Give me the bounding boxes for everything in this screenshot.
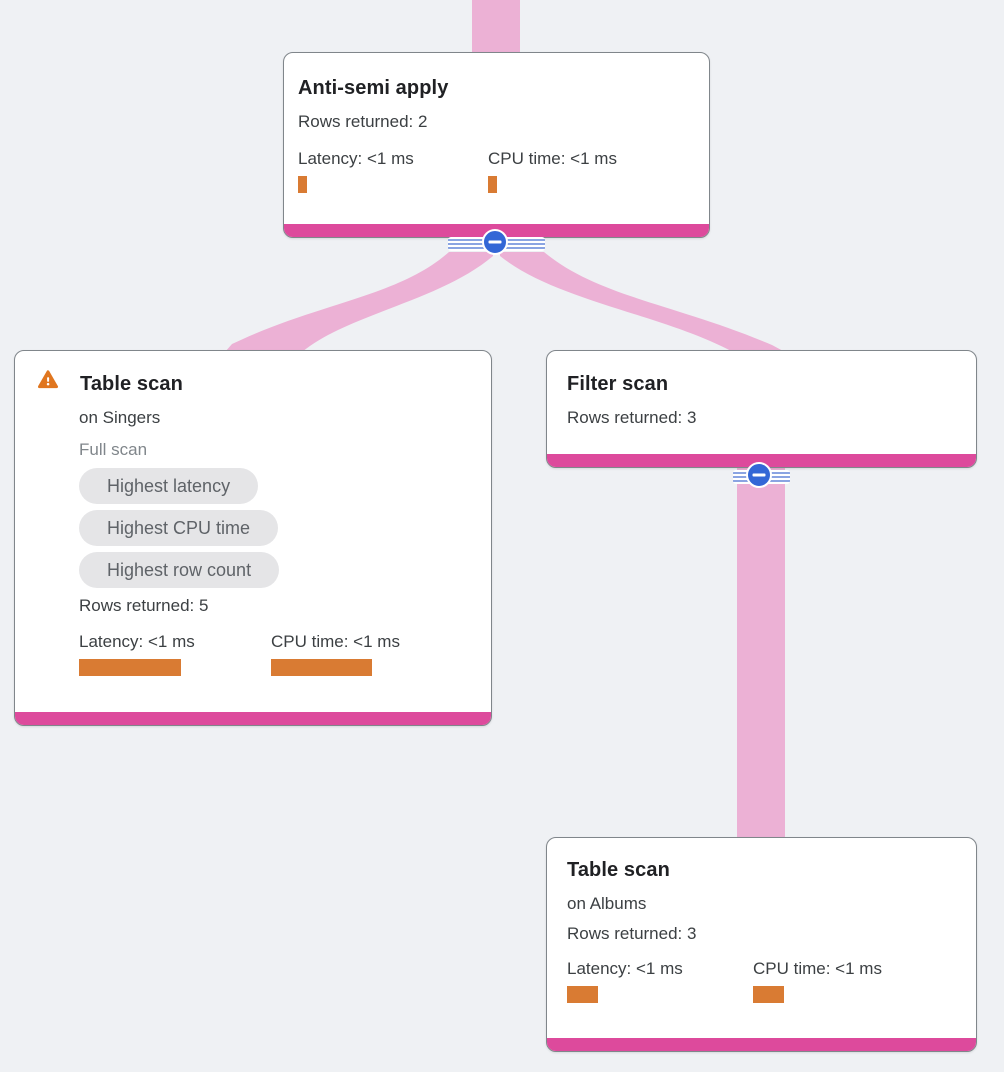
node-subtitle: on Singers: [79, 408, 161, 427]
node-subtitle: on Albums: [567, 894, 647, 913]
flow-edge-filter-scan-to-table-scan: [737, 468, 785, 838]
latency-label: Latency: <1 ms: [79, 632, 195, 651]
latency-metric: Latency: <1 ms: [79, 631, 264, 676]
node-title: Anti-semi apply: [298, 77, 449, 99]
node-footer-bar: [15, 712, 491, 725]
collapse-button-filter-scan[interactable]: [746, 462, 772, 488]
node-table-scan-albums[interactable]: Table scan on Albums Rows returned: 3 La…: [546, 837, 977, 1052]
badge-highest-row-count: Highest row count: [79, 552, 280, 588]
minus-icon: [752, 473, 766, 477]
latency-bar: [298, 176, 307, 193]
scan-type-text: Full scan: [79, 440, 148, 459]
minus-icon: [488, 240, 502, 244]
cpu-time-bar: [488, 176, 497, 193]
node-footer-bar: [547, 1038, 976, 1051]
collapse-button-anti-semi[interactable]: [482, 229, 508, 255]
flow-edge-anti-semi-to-table-scan: [225, 252, 493, 352]
flow-edge-parent-to-anti-semi: [472, 0, 520, 54]
latency-label: Latency: <1 ms: [567, 959, 683, 978]
latency-metric: Latency: <1 ms: [567, 958, 752, 1003]
node-title: Table scan: [80, 373, 183, 395]
cpu-time-bar: [753, 986, 784, 1003]
node-footer-bar: [547, 454, 976, 467]
badge-list: Highest latency Highest CPU time Highest…: [79, 468, 280, 588]
latency-bar: [567, 986, 598, 1003]
cpu-metric: CPU time: <1 ms: [753, 958, 938, 1003]
rows-returned-text: Rows returned: 5: [79, 596, 209, 615]
node-filter-scan[interactable]: Filter scan Rows returned: 3: [546, 350, 977, 468]
cpu-time-label: CPU time: <1 ms: [488, 149, 617, 168]
latency-label: Latency: <1 ms: [298, 149, 414, 168]
rows-returned-text: Rows returned: 3: [567, 924, 697, 943]
node-table-scan-singers[interactable]: Table scan on Singers Full scan Highest …: [14, 350, 492, 726]
node-anti-semi-apply[interactable]: Anti-semi apply Rows returned: 2 Latency…: [283, 52, 710, 238]
cpu-time-label: CPU time: <1 ms: [271, 632, 400, 651]
flow-edge-anti-semi-to-filter-scan: [500, 252, 785, 352]
cpu-time-label: CPU time: <1 ms: [753, 959, 882, 978]
latency-bar: [79, 659, 181, 676]
node-title: Table scan: [567, 859, 670, 881]
node-title: Filter scan: [567, 373, 669, 395]
rows-returned-text: Rows returned: 2: [298, 112, 428, 131]
warning-icon: [38, 370, 59, 389]
latency-metric: Latency: <1 ms: [298, 148, 483, 193]
rows-returned-text: Rows returned: 3: [567, 408, 697, 427]
badge-highest-latency: Highest latency: [79, 468, 259, 504]
cpu-time-bar: [271, 659, 372, 676]
badge-highest-cpu-time: Highest CPU time: [79, 510, 279, 546]
cpu-metric: CPU time: <1 ms: [271, 631, 456, 676]
cpu-metric: CPU time: <1 ms: [488, 148, 673, 193]
